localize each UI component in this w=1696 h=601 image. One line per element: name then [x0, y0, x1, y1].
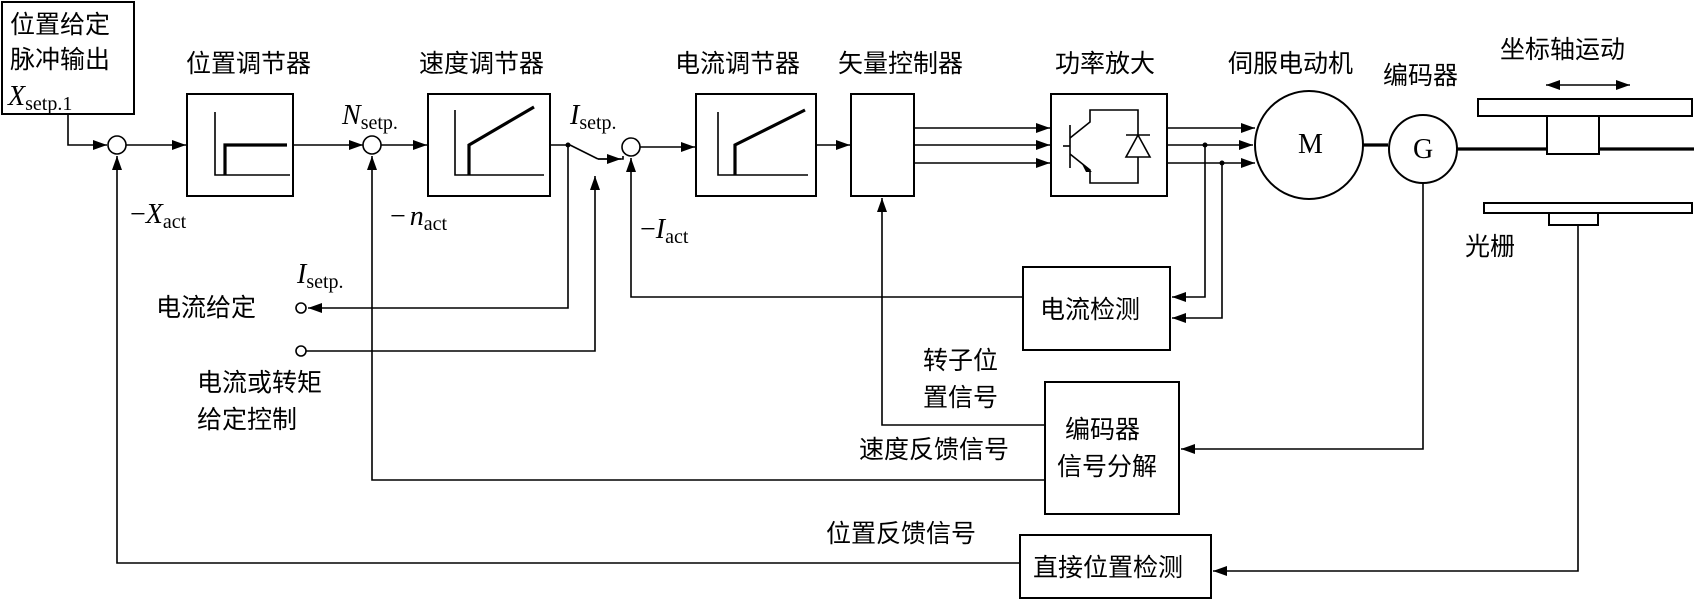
- motor-letter: M: [1298, 129, 1323, 160]
- i-setp-tap-line: [308, 145, 569, 313]
- encoder-decode-label-1: 编码器: [1065, 415, 1140, 444]
- encoder-to-decode-line: [1181, 183, 1424, 454]
- vector-controller-label: 矢量控制器: [838, 49, 963, 78]
- current-setpoint-terminal: [295, 302, 307, 314]
- current-regulator-block: [695, 93, 817, 197]
- axis-motion-label: 坐标轴运动: [1500, 35, 1625, 64]
- encoder-decode-block: [1044, 381, 1180, 515]
- vector-controller-block: [850, 93, 915, 197]
- grating-label: 光栅: [1465, 232, 1515, 261]
- current-torque-control-label-2: 给定控制: [197, 405, 297, 434]
- i-setp-symbol: Isetp.: [569, 100, 617, 134]
- i-setp2-symbol: Isetp.: [296, 259, 344, 293]
- rotor-position-label-1: 转子位: [923, 346, 998, 375]
- rotor-position-line: [877, 198, 1045, 426]
- machine-table: [1477, 98, 1693, 155]
- x-setp-symbol: Xsetp.1: [7, 81, 72, 115]
- position-setpoint-label-1: 位置给定: [10, 10, 110, 39]
- servo-motor-label: 伺服电动机: [1228, 49, 1353, 78]
- direct-position-detection-block: [1019, 534, 1212, 599]
- current-detection-label: 电流检测: [1040, 295, 1140, 324]
- rotor-position-label-2: 置信号: [923, 383, 998, 412]
- current-detection-block: [1022, 266, 1171, 351]
- setpoint-to-sum1-line: [67, 114, 107, 150]
- i-act-symbol: −Iact: [640, 214, 689, 248]
- position-regulator-block: [186, 93, 294, 197]
- grating-scale: [1483, 202, 1693, 226]
- current-feedback-line: [626, 158, 1023, 298]
- x-act-symbol: −Xact: [130, 199, 187, 233]
- direct-position-detection-label: 直接位置检测: [1033, 553, 1183, 582]
- switch-blade: [569, 144, 599, 160]
- encoder-letter: G: [1413, 134, 1433, 165]
- position-feedback-line: [112, 156, 1020, 564]
- summing-junction-position: [107, 135, 127, 155]
- encoder-label: 编码器: [1383, 61, 1458, 90]
- speed-feedback-line: [367, 156, 1045, 481]
- speed-regulator-block: [427, 93, 551, 197]
- position-regulator-label: 位置调节器: [186, 49, 311, 78]
- n-act-symbol: −nact: [390, 201, 448, 235]
- grating-to-direct-detect-line: [1213, 225, 1579, 576]
- summing-junction-speed: [362, 135, 382, 155]
- position-setpoint-block: 位置给定 脉冲输出 Xsetp.1: [1, 1, 135, 115]
- speed-feedback-label: 速度反馈信号: [859, 435, 1009, 464]
- summing-junction-current: [621, 137, 641, 157]
- n-setp-symbol: Nsetp.: [341, 100, 398, 134]
- current-torque-control-label-1: 电流或转矩: [197, 368, 322, 397]
- position-feedback-label: 位置反馈信号: [826, 519, 976, 548]
- torque-control-terminal: [295, 345, 307, 357]
- encoder-decode-label-2: 信号分解: [1057, 452, 1157, 481]
- torque-control-line: [306, 176, 600, 352]
- power-amplifier-label: 功率放大: [1055, 49, 1155, 78]
- position-setpoint-label-2: 脉冲输出: [10, 45, 110, 74]
- current-setpoint-label: 电流给定: [156, 293, 256, 322]
- current-regulator-label: 电流调节器: [675, 49, 800, 78]
- power-amplifier-block: [1050, 93, 1168, 197]
- speed-regulator-label: 速度调节器: [419, 49, 544, 78]
